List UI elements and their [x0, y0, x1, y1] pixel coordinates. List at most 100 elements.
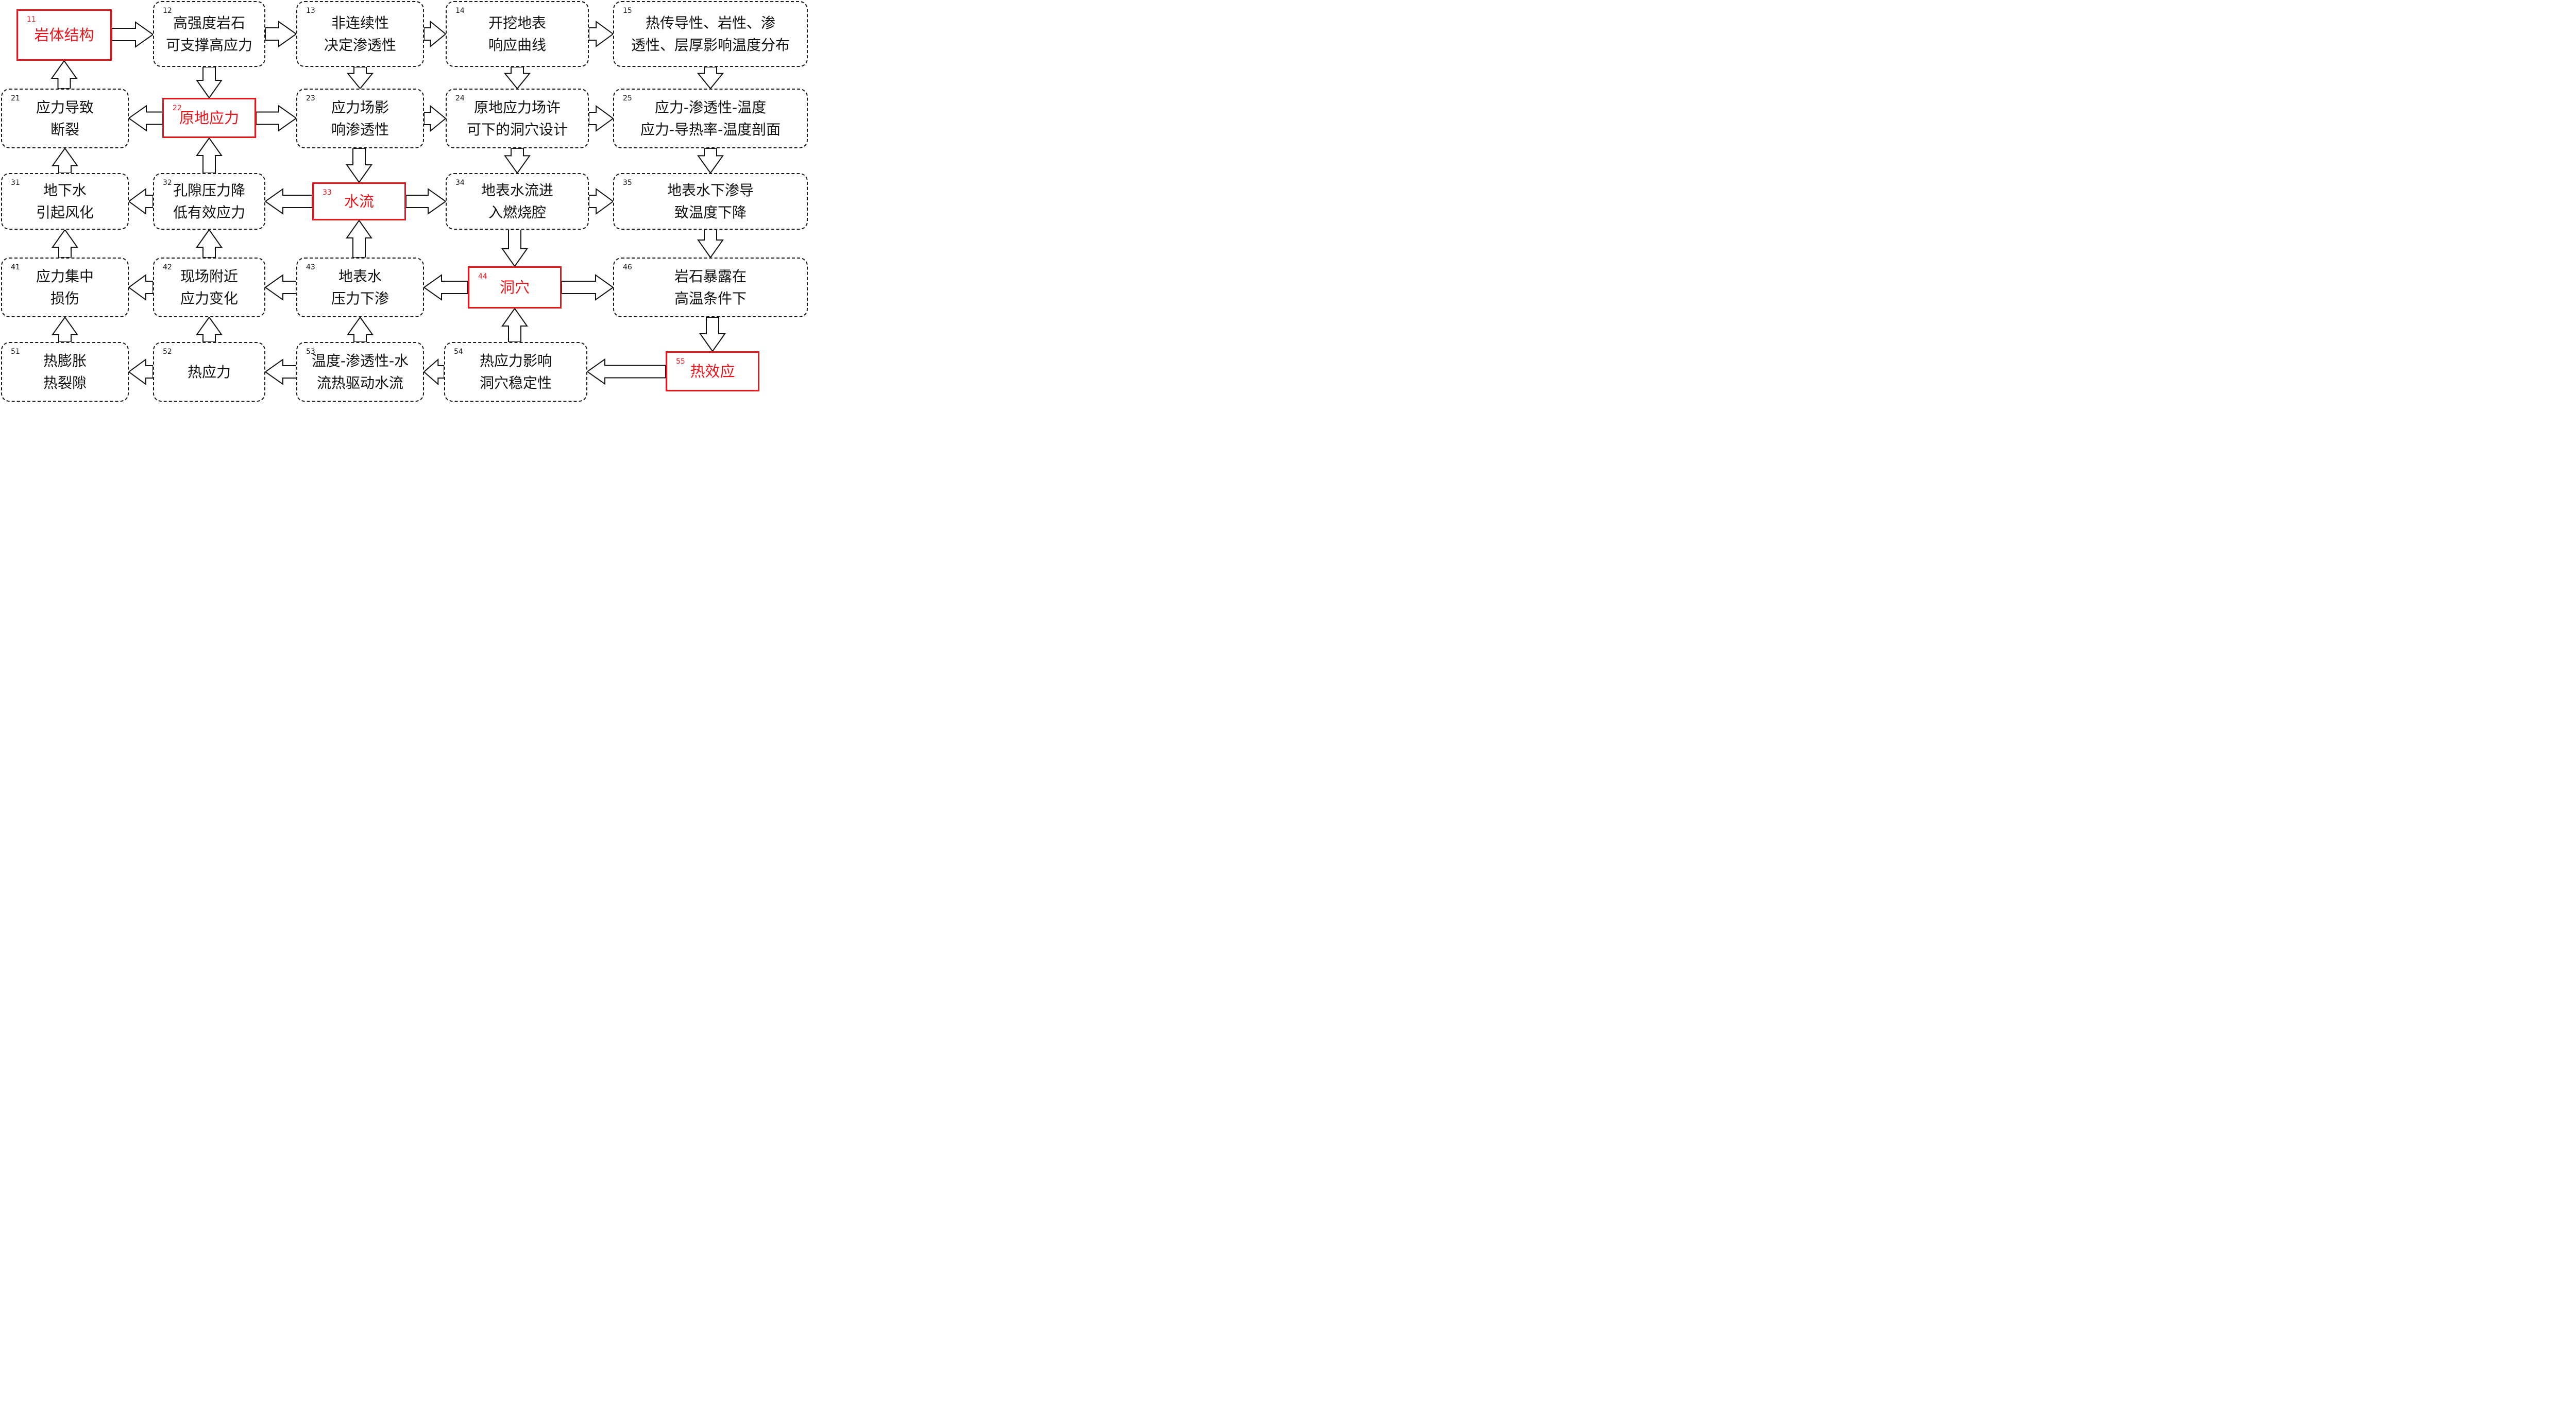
arrow-12-to-13	[265, 21, 297, 47]
arrow-24-to-34	[504, 148, 531, 174]
arrow-31-to-21	[52, 147, 78, 174]
arrow-53-to-52	[264, 358, 297, 385]
node-23: 23 应力场影 响渗透性	[296, 89, 424, 148]
node-number: 14	[455, 7, 465, 15]
node-label: 水流	[344, 192, 374, 210]
arrow-23-to-33	[346, 148, 372, 183]
arrow-52-to-42	[196, 316, 223, 343]
arrow-32-to-22	[196, 137, 223, 174]
arrow-44-to-46	[561, 274, 614, 301]
arrow-54-to-53	[423, 358, 445, 386]
node-41: 41 应力集中 损伤	[1, 258, 129, 317]
node-number: 24	[455, 94, 465, 102]
arrow-41-to-31	[52, 229, 78, 258]
node-label: 应力场影 响渗透性	[331, 99, 389, 138]
node-number: 42	[163, 263, 172, 271]
arrow-51-to-41	[52, 316, 78, 343]
node-number: 35	[623, 179, 632, 187]
arrow-52-to-51	[128, 358, 154, 385]
node-label: 热应力影响 洞穴稳定性	[479, 352, 552, 391]
arrow-44-to-43	[423, 274, 468, 301]
node-label: 地下水 引起风化	[36, 182, 94, 221]
arrow-33-to-32	[264, 188, 313, 215]
arrow-12-to-22	[196, 66, 223, 99]
node-number: 52	[163, 348, 172, 356]
arrow-43-to-42	[264, 274, 297, 301]
node-label: 原地应力	[179, 109, 239, 127]
node-52: 52 热应力	[153, 342, 265, 402]
node-number: 21	[11, 94, 20, 102]
node-label: 地表水 压力下渗	[331, 268, 389, 307]
node-label: 地表水流进 入燃烧腔	[481, 182, 553, 221]
node-label: 地表水下渗导 致温度下降	[667, 182, 754, 221]
node-55: 55 热效应	[666, 351, 759, 391]
node-label: 岩石暴露在 高温条件下	[674, 268, 747, 307]
node-number: 25	[623, 94, 632, 102]
node-label: 应力-渗透性-温度 应力-导热率-温度剖面	[640, 99, 781, 138]
arrow-13-to-14	[423, 20, 447, 48]
node-number: 55	[676, 357, 685, 366]
node-label: 应力集中 损伤	[36, 268, 94, 307]
node-number: 44	[478, 272, 487, 281]
node-label: 现场附近 应力变化	[180, 268, 238, 307]
arrows-layer	[50, 20, 726, 386]
arrow-34-to-35	[588, 188, 614, 215]
node-label: 非连续性 决定渗透性	[324, 14, 396, 54]
arrow-23-to-24	[423, 105, 447, 132]
node-label: 岩体结构	[34, 26, 94, 44]
node-number: 23	[306, 94, 315, 102]
arrow-33-to-34	[405, 188, 447, 215]
arrow-14-to-15	[588, 21, 614, 47]
node-number: 51	[11, 348, 20, 356]
arrow-15-to-25	[697, 66, 724, 90]
node-label: 孔隙压力降 低有效应力	[173, 182, 245, 221]
arrow-11-to-12	[111, 21, 154, 48]
arrow-14-to-24	[503, 66, 531, 90]
node-number: 32	[163, 179, 172, 187]
node-number: 13	[306, 7, 315, 15]
arrow-42-to-32	[196, 229, 223, 258]
arrow-32-to-31	[128, 188, 154, 215]
node-number: 34	[455, 179, 465, 187]
node-51: 51 热膨胀 热裂隙	[1, 342, 129, 402]
arrow-46-to-55	[699, 317, 726, 352]
arrow-42-to-41	[128, 274, 154, 301]
node-label: 热效应	[690, 362, 735, 380]
node-31: 31 地下水 引起风化	[1, 173, 129, 230]
node-number: 43	[306, 263, 315, 271]
arrow-54-to-44	[501, 307, 528, 343]
node-label: 热膨胀 热裂隙	[43, 352, 87, 391]
node-label: 原地应力场许 可下的洞穴设计	[466, 99, 568, 138]
arrow-25-to-35	[697, 148, 724, 174]
arrow-22-to-21	[128, 105, 163, 132]
node-25: 25 应力-渗透性-温度 应力-导热率-温度剖面	[613, 89, 808, 148]
node-label: 热应力	[187, 363, 231, 381]
arrow-13-to-23	[346, 66, 374, 90]
arrow-55-to-54	[586, 358, 666, 385]
node-label: 应力导致 断裂	[36, 99, 94, 138]
node-35: 35 地表水下渗导 致温度下降	[613, 173, 808, 230]
node-label: 温度-渗透性-水 流热驱动水流	[311, 352, 409, 391]
node-label: 高强度岩石 可支撑高应力	[165, 14, 252, 54]
node-number: 31	[11, 179, 20, 187]
arrow-35-to-46	[697, 229, 724, 259]
node-number: 41	[11, 263, 20, 271]
arrow-21-to-11	[50, 60, 78, 89]
node-43: 43 地表水 压力下渗	[296, 258, 424, 317]
node-21: 21 应力导致 断裂	[1, 89, 129, 148]
arrow-22-to-23	[256, 105, 297, 132]
node-13: 13 非连续性 决定渗透性	[296, 1, 424, 67]
